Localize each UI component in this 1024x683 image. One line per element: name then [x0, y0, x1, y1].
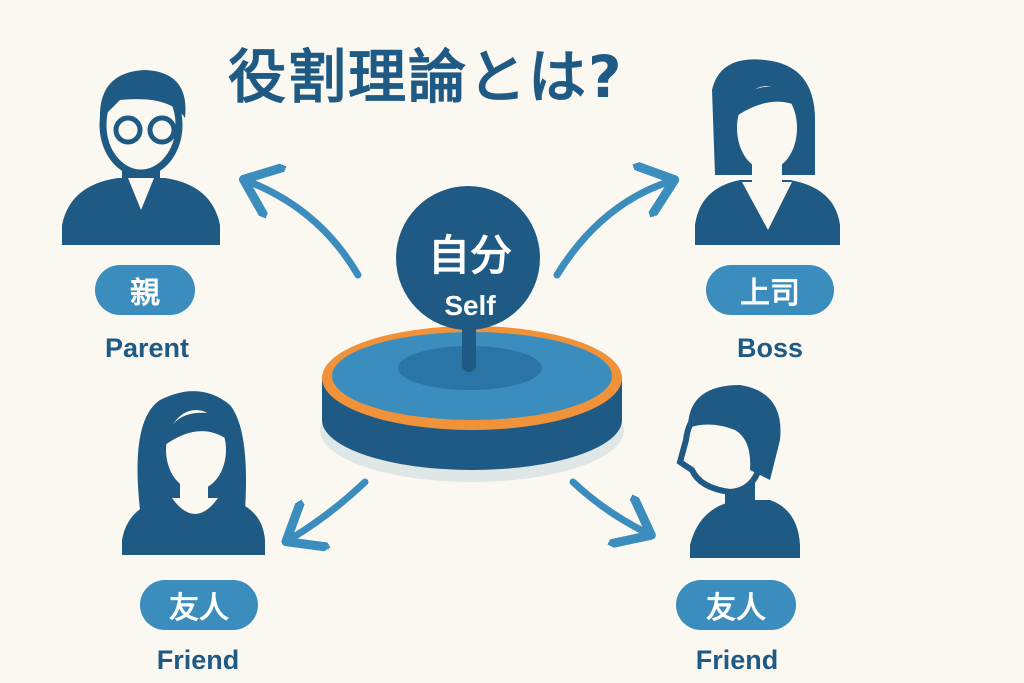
- self-label-ja: 自分: [427, 231, 512, 280]
- arrow-to-friend-right: [569, 478, 645, 532]
- arrow-to-parent: [250, 182, 362, 279]
- friend-left-label-en: Friend: [156, 645, 240, 675]
- friend-left-label-pill: 友人: [140, 580, 258, 630]
- arrow-to-friend-left: [292, 478, 369, 538]
- parent-label-pill: 親: [95, 265, 195, 315]
- page-title: 役割理論とは?: [228, 43, 624, 111]
- friend-right-person-icon: [676, 385, 800, 558]
- parent-label-en: Parent: [104, 333, 190, 363]
- boss-label-en: Boss: [736, 333, 804, 363]
- arrow-to-boss: [553, 182, 668, 279]
- friend-right-label-en: Friend: [695, 645, 779, 675]
- friend-left-person-icon: [122, 391, 265, 555]
- boss-label-pill: 上司: [706, 265, 834, 315]
- parent-person-icon: [62, 70, 220, 245]
- boss-person-icon: [695, 59, 840, 245]
- friend-right-label-pill: 友人: [676, 580, 796, 630]
- self-label-en: Self: [444, 290, 496, 321]
- self-pin: [396, 186, 540, 372]
